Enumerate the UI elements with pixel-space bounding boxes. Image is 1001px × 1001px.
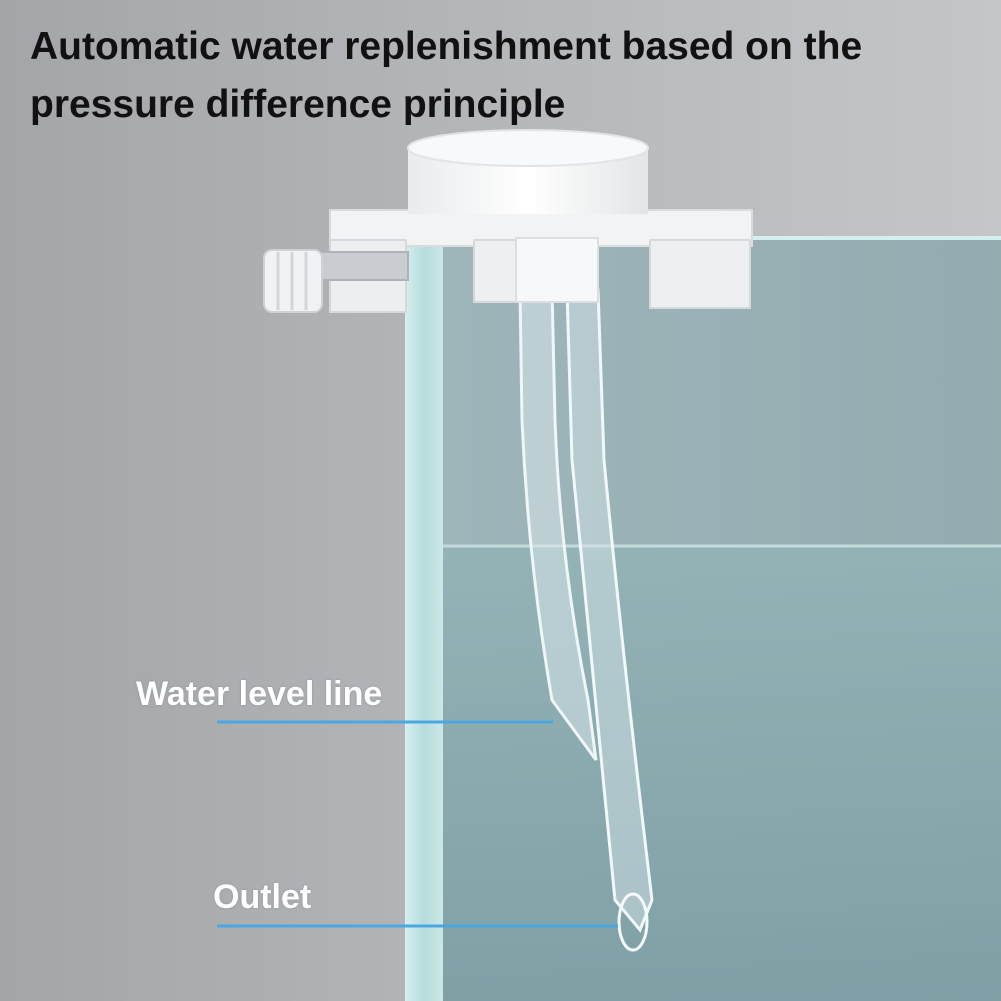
water-level-label: Water level line [136,675,383,713]
headline: Automatic water replenishment based on t… [30,25,863,126]
replenishment-tubes [518,288,654,952]
outlet-nozzle [617,892,649,952]
outlet-label: Outlet [213,878,312,916]
glass-edge [405,238,443,1001]
water-replenisher-cap [407,129,649,214]
aquarium-tank [405,236,1001,1001]
tank-water [440,545,1001,1001]
mount-bracket [329,209,753,313]
mounting-screw [263,249,409,313]
